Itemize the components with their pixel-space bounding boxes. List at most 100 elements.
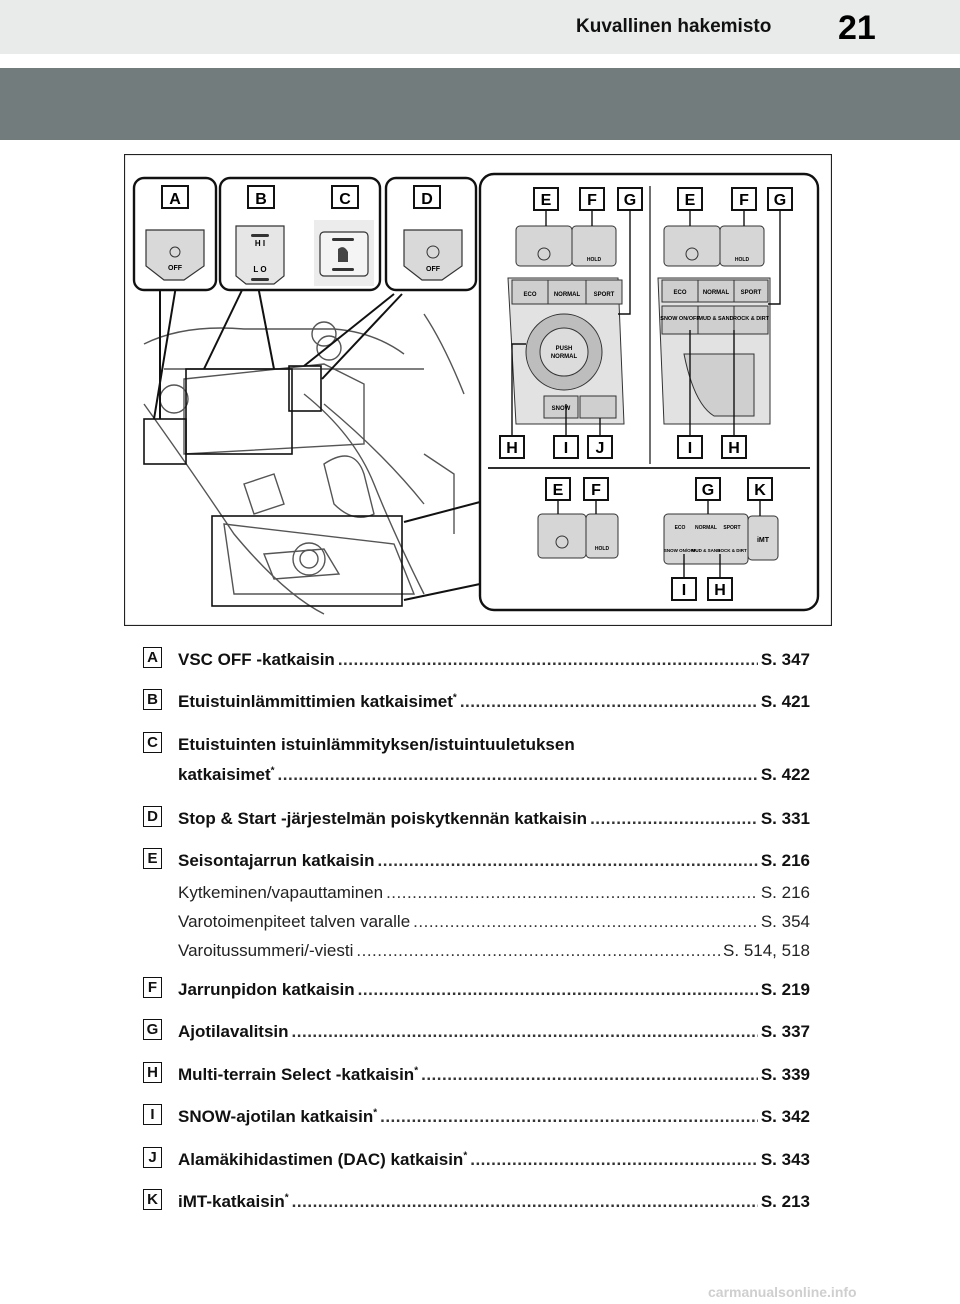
p2-label-g: G: [774, 192, 786, 209]
p2-label-e: E: [685, 192, 696, 209]
p1-label-i: I: [564, 440, 568, 457]
index-entry-d[interactable]: Stop & Start -järjestelmän poiskytkennän…: [178, 809, 810, 828]
entry-page: S. 343: [760, 1150, 810, 1169]
index-entry-h[interactable]: Multi-terrain Select -katkaisin* .......…: [178, 1065, 810, 1084]
entry-title: VSC OFF -katkaisin: [178, 650, 335, 669]
entry-page: S. 347: [760, 650, 810, 669]
letter-box-e: E: [143, 848, 162, 869]
callout-label-b: B: [255, 191, 267, 208]
index-entry-b[interactable]: Etuistuinlämmittimien katkaisimet* .....…: [178, 692, 810, 711]
letter-box-i: I: [143, 1104, 162, 1125]
callout-label-a: A: [169, 191, 181, 208]
letter-box-k: K: [143, 1189, 162, 1210]
entry-title: Seisontajarrun katkaisin: [178, 851, 375, 870]
section-title: Kuvallinen hakemisto: [576, 16, 772, 37]
p2-hold-label: HOLD: [735, 257, 750, 263]
p2-sport-label: SPORT: [741, 290, 762, 296]
callout-label-c: C: [339, 191, 351, 208]
entry-title: iMT-katkaisin: [178, 1192, 285, 1211]
letter-box-c: C: [143, 732, 162, 753]
p1-hold-label: HOLD: [587, 257, 602, 263]
p1-normal-label: NORMAL: [554, 292, 581, 298]
letter-box-j: J: [143, 1147, 162, 1168]
entry-title: Etuistuinlämmittimien katkaisimet: [178, 692, 453, 711]
p3-label-k: K: [754, 482, 766, 499]
p2-label-f: F: [739, 192, 749, 209]
entry-page: S. 331: [760, 809, 810, 828]
entry-title: Multi-terrain Select -katkaisin: [178, 1065, 415, 1084]
index-entry-g[interactable]: Ajotilavalitsin ........................…: [178, 1022, 810, 1041]
letter-box-h: H: [143, 1062, 162, 1083]
index-entry-f[interactable]: Jarrunpidon katkaisin ..................…: [178, 980, 810, 999]
p1-label-e: E: [541, 192, 552, 209]
p3-label-g: G: [702, 482, 714, 499]
entry-page: S. 342: [760, 1107, 810, 1126]
p1-sport-label: SPORT: [594, 292, 615, 298]
p3-label-f: F: [591, 482, 601, 499]
entry-title: Ajotilavalitsin: [178, 1022, 289, 1041]
p2-normal-label: NORMAL: [703, 290, 730, 296]
index-subentry[interactable]: Varotoimenpiteet talven varalle ........…: [178, 912, 810, 931]
index-entry-e[interactable]: Seisontajarrun katkaisin ...............…: [178, 851, 810, 870]
p3-hold-label: HOLD: [595, 546, 610, 552]
p2-mud-sand-label: MUD & SAND: [698, 316, 733, 322]
switch-a-off-label: OFF: [168, 265, 183, 272]
index-entry-a[interactable]: VSC OFF -katkaisin .....................…: [178, 650, 810, 669]
index-entry-k[interactable]: iMT-katkaisin* .........................…: [178, 1192, 810, 1211]
p3-snow-label: SNOW ON/OFF: [664, 548, 696, 553]
p3-label-h: H: [714, 582, 726, 599]
p1-label-h: H: [506, 440, 518, 457]
p3-normal-label: NORMAL: [695, 525, 717, 531]
letter-box-d: D: [143, 806, 162, 827]
switch-b-lo-label: L O: [253, 265, 266, 274]
entry-title: Stop & Start -järjestelmän poiskytkennän…: [178, 809, 588, 828]
page-number: 21: [838, 9, 876, 47]
p2-eco-label: ECO: [673, 290, 686, 296]
letter-box-g: G: [143, 1019, 162, 1040]
entry-page: S. 339: [760, 1065, 810, 1084]
watermark: carmanualsonline.info: [708, 1284, 857, 1300]
switch-b-hi-label: H I: [255, 239, 265, 248]
p3-sport-label: SPORT: [723, 525, 740, 531]
letter-box-b: B: [143, 689, 162, 710]
entry-page: S. 219: [760, 980, 810, 999]
p3-mud-sand-label: MUD & SAND: [692, 548, 721, 553]
callout-label-d: D: [421, 191, 433, 208]
letter-box-a: A: [143, 647, 162, 668]
p3-rock-dirt-label: ROCK & DIRT: [717, 548, 747, 553]
index-entry-i[interactable]: SNOW-ajotilan katkaisin* ...............…: [178, 1107, 810, 1126]
entry-title: Alamäkihidastimen (DAC) katkaisin: [178, 1150, 464, 1169]
entry-title: katkaisimet: [178, 765, 271, 784]
p3-eco-label: ECO: [675, 525, 686, 531]
switch-d-off-label: OFF: [426, 266, 441, 273]
header-bar: [0, 0, 960, 54]
p1-push-normal-label: NORMAL: [551, 354, 578, 360]
letter-box-f: F: [143, 977, 162, 998]
p3-imt-label: iMT: [757, 537, 770, 544]
entry-title: SNOW-ajotilan katkaisin: [178, 1107, 374, 1126]
p1-push-label: PUSH: [556, 346, 573, 352]
entry-page: S. 421: [760, 692, 810, 711]
entry-page: S. 213: [760, 1192, 810, 1211]
p2-rock-dirt-label: ROCK & DIRT: [733, 316, 770, 322]
entry-title-line1: Etuistuinten istuinlämmityksen/istuintuu…: [178, 735, 575, 754]
index-entry-j[interactable]: Alamäkihidastimen (DAC) katkaisin* .....…: [178, 1150, 810, 1169]
p2-snow-onoff-label: SNOW ON/OFF: [660, 316, 700, 322]
index-subentry[interactable]: Varoitussummeri/-viesti ................…: [178, 941, 810, 960]
console-illustration: A B C D OFF H I L O OFF E F G E F G H I …: [124, 154, 832, 626]
index-entry-c[interactable]: katkaisimet* ...........................…: [178, 765, 810, 784]
p1-label-g: G: [624, 192, 636, 209]
p1-eco-label: ECO: [523, 292, 536, 298]
p3-label-i: I: [682, 582, 686, 599]
p2-label-h: H: [728, 440, 740, 457]
p1-snow-label: SNOW: [552, 406, 571, 412]
entry-page: S. 216: [760, 851, 810, 870]
entry-page: S. 337: [760, 1022, 810, 1041]
index-subentry[interactable]: Kytkeminen/vapauttaminen ...............…: [178, 883, 810, 902]
entry-title: Jarrunpidon katkaisin: [178, 980, 355, 999]
p1-label-f: F: [587, 192, 597, 209]
p3-label-e: E: [553, 482, 564, 499]
p2-label-i: I: [688, 440, 692, 457]
p1-label-j: J: [596, 440, 605, 457]
section-banner: [0, 68, 960, 140]
